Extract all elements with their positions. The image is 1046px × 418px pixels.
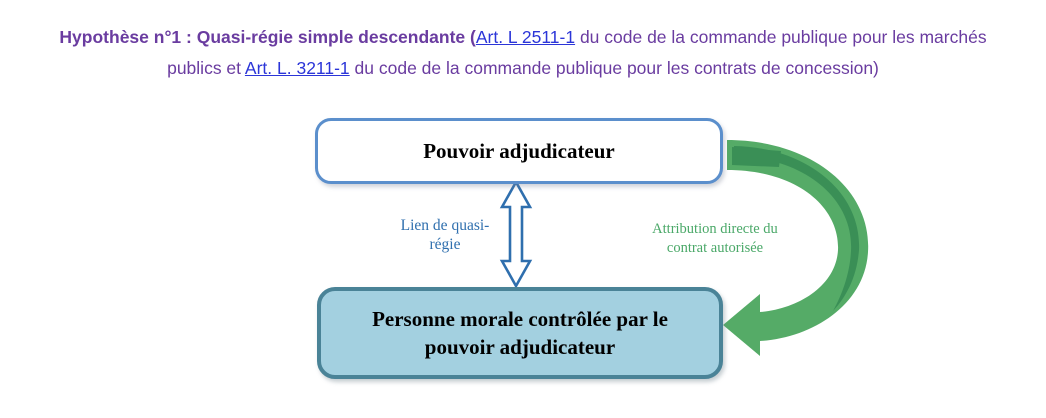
label-lien-line1: Lien de quasi- xyxy=(400,217,490,234)
node-bottom-label-line1: Personne morale contrôlée par le xyxy=(372,307,668,331)
label-attribution-line2: contrat autorisée xyxy=(666,240,764,256)
quasi-regie-double-arrow-icon xyxy=(499,179,533,289)
title-line-1-rest: du code de la commande publique pour les… xyxy=(575,27,987,47)
node-top-label: Pouvoir adjudicateur xyxy=(423,138,615,163)
label-lien-line2: régie xyxy=(429,236,461,253)
label-attribution-line1: Attribution directe du xyxy=(652,221,778,237)
label-lien-de-quasi-regie: Lien de quasi- régie xyxy=(385,216,505,254)
title-line-1: Hypothèse n°1 : Quasi-régie simple desce… xyxy=(0,22,1046,53)
link-art-l-3211-1[interactable]: Art. L. 3211-1 xyxy=(244,58,350,78)
title-line-2-pre: publics et xyxy=(167,58,245,78)
title-hypothesis-label: Hypothèse n°1 : Quasi-régie simple desce… xyxy=(59,27,476,47)
link-art-l-2511-1[interactable]: Art. L 2511-1 xyxy=(475,27,576,47)
node-personne-morale-controlee[interactable]: Personne morale contrôlée par le pouvoir… xyxy=(317,287,723,379)
attribution-curved-arrow-icon xyxy=(723,140,869,356)
diagram-title: Hypothèse n°1 : Quasi-régie simple desce… xyxy=(0,22,1046,84)
node-bottom-label: Personne morale contrôlée par le pouvoir… xyxy=(354,305,686,361)
label-attribution-directe: Attribution directe du contrat autorisée xyxy=(622,220,808,258)
title-line-2-rest: du code de la commande publique pour les… xyxy=(349,58,879,78)
node-bottom-label-line2: pouvoir adjudicateur xyxy=(424,335,616,359)
title-line-2: publics et Art. L. 3211-1 du code de la … xyxy=(0,53,1046,84)
node-pouvoir-adjudicateur[interactable]: Pouvoir adjudicateur xyxy=(315,118,723,184)
